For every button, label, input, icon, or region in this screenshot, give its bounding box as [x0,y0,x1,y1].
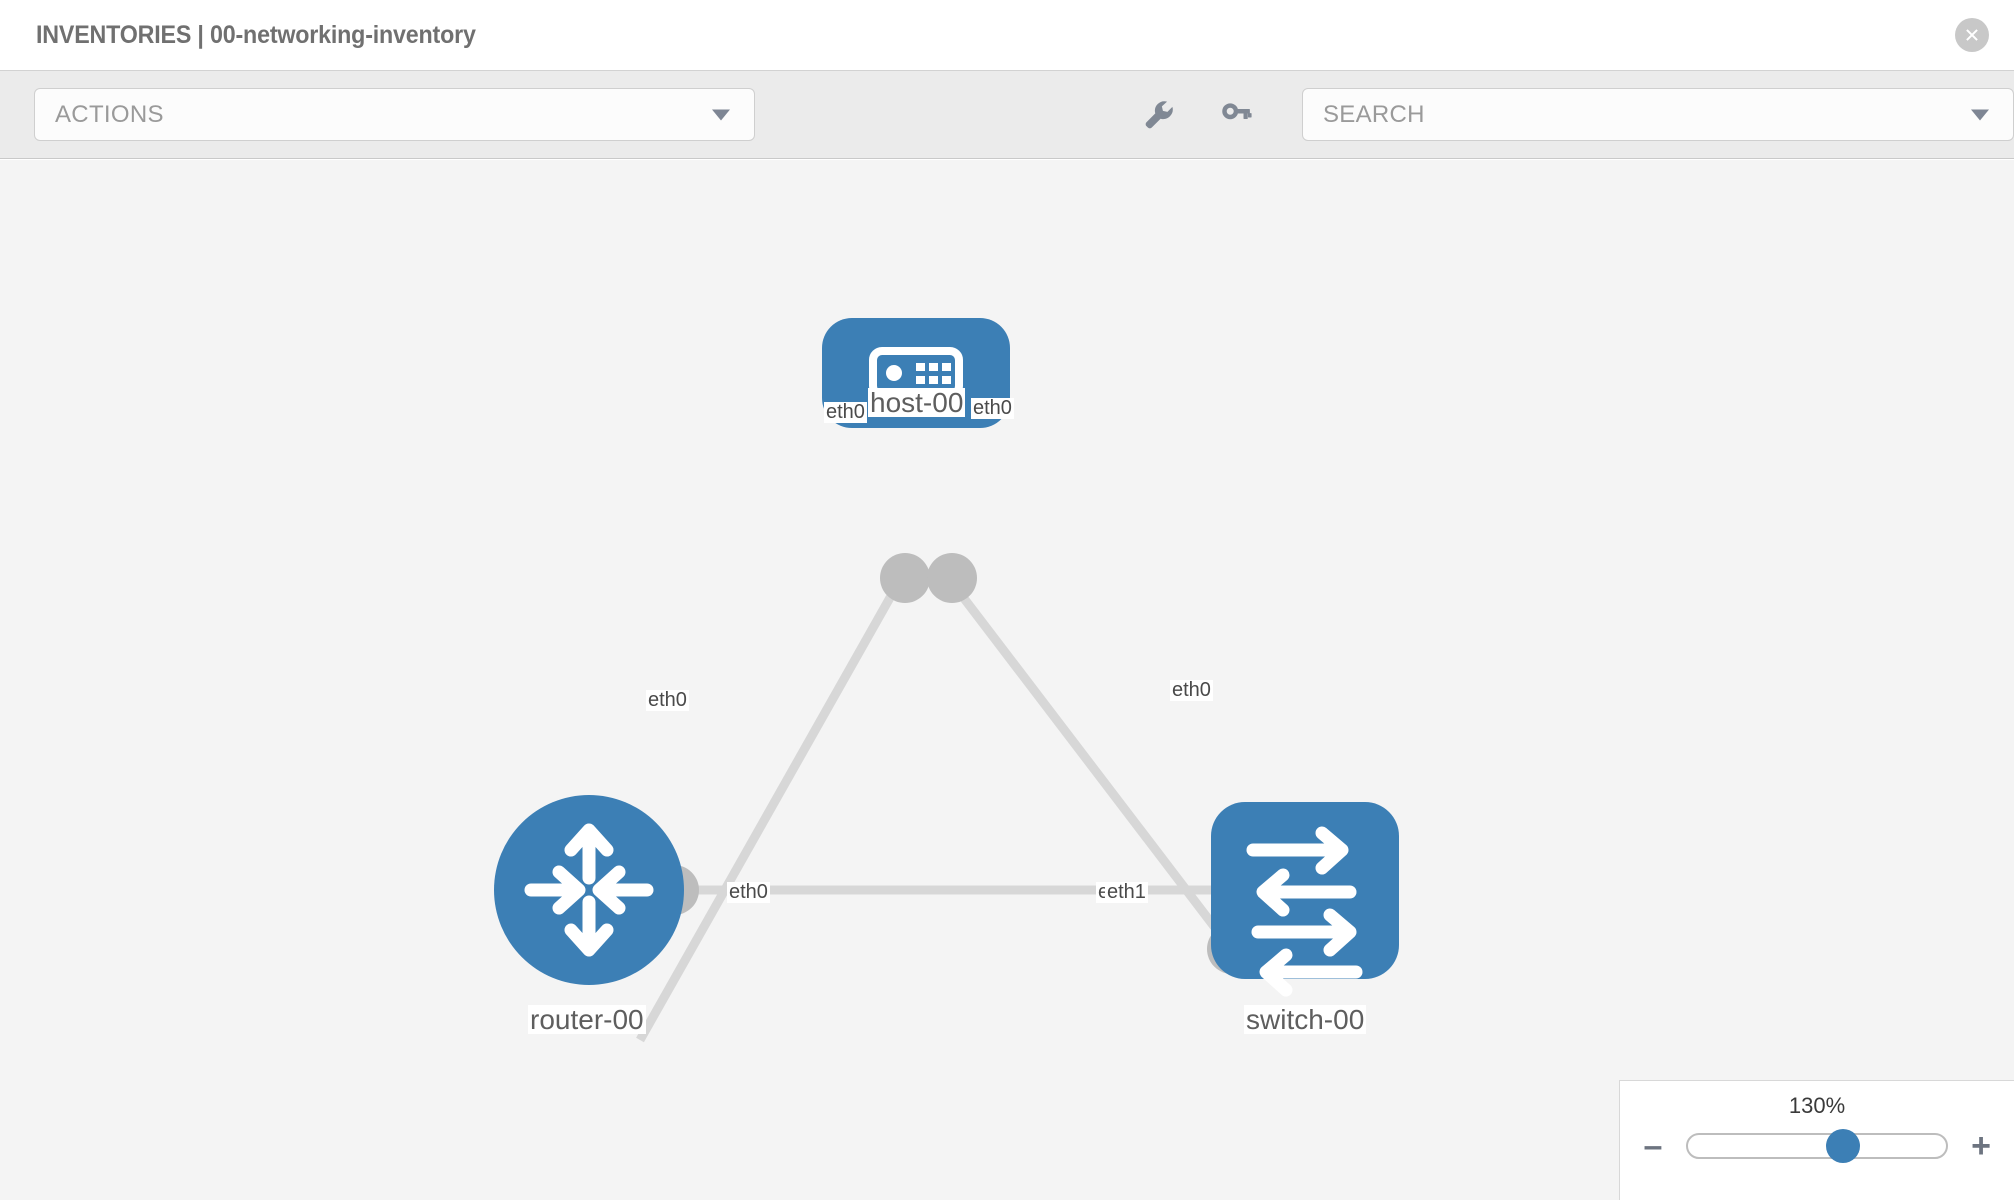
iface-label: eth0 [727,881,770,903]
zoom-out-button[interactable]: – [1643,1127,1663,1165]
search-input[interactable]: SEARCH [1302,88,2014,141]
search-placeholder: SEARCH [1323,100,1425,128]
iface-label: eth1 [1105,881,1148,903]
node-switch-00 [1211,802,1399,997]
connector-host-right [927,553,977,603]
chevron-down-icon[interactable] [1971,109,1989,120]
page-header: INVENTORIES | 00-networking-inventory [0,0,2014,70]
node-label-switch: switch-00 [1244,1004,1367,1035]
zoom-slider[interactable] [1686,1129,1948,1163]
actions-dropdown[interactable]: ACTIONS [34,88,755,141]
topology-canvas[interactable]: eth0 eth0 eth0 eth0 eth0 eth eth1 host-0… [0,160,2014,1200]
zoom-slider-handle[interactable] [1825,1129,1860,1163]
iface-label: eth0 [971,397,1014,419]
topology-links [636,577,1240,1043]
link-host-router [636,577,904,1043]
switch-icon [1246,826,1363,997]
topology-connectors [649,553,1265,974]
zoom-in-button[interactable]: + [1971,1127,1991,1165]
actions-dropdown-label: ACTIONS [55,100,164,128]
key-icon[interactable] [1216,96,1254,134]
node-label-host: host-00 [868,387,966,418]
iface-label: eth0 [824,401,867,423]
zoom-level-label: 130% [1788,1093,1846,1118]
topology-graph [494,318,1399,1043]
connector-host-left [880,553,930,603]
close-icon[interactable] [1955,18,1989,52]
wrench-icon[interactable] [1140,96,1178,134]
chevron-down-icon [712,109,730,120]
iface-label: eth0 [646,689,689,711]
zoom-slider-row: – + [1620,1129,2014,1163]
toolbar-icon-group [1140,96,1254,134]
toolbar: ACTIONS SEARCH [0,70,2014,159]
node-router-00 [494,795,684,985]
router-icon [524,823,654,957]
iface-label: eth0 [1170,679,1213,701]
page-title: INVENTORIES | 00-networking-inventory [36,20,476,49]
zoom-control: 130% – + [1619,1080,2014,1200]
node-label-router: router-00 [528,1004,646,1035]
